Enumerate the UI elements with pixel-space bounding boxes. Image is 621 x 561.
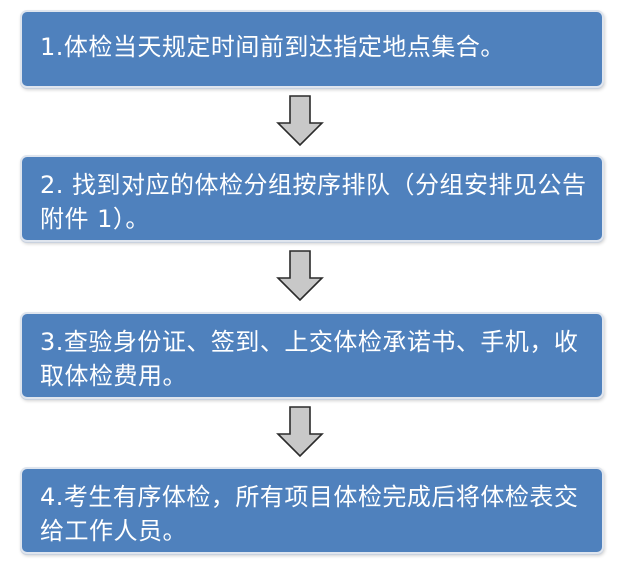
down-arrow-icon — [276, 250, 324, 302]
step-3-text: 3.查验身份证、签到、上交体检承诺书、手机，收取体检费用。 — [40, 328, 579, 390]
step-1-box: 1.体检当天规定时间前到达指定地点集合。 — [20, 10, 604, 88]
step-4-box: 4.考生有序体检，所有项目体检完成后将体检表交给工作人员。 — [20, 467, 604, 554]
step-1-text: 1.体检当天规定时间前到达指定地点集合。 — [40, 33, 505, 61]
step-3-box: 3.查验身份证、签到、上交体检承诺书、手机，收取体检费用。 — [20, 312, 604, 399]
step-4-text: 4.考生有序体检，所有项目体检完成后将体检表交给工作人员。 — [40, 483, 579, 545]
down-arrow-icon — [276, 95, 324, 147]
step-2-text: 2. 找到对应的体检分组按序排队（分组安排见公告附件 1）。 — [40, 171, 587, 233]
down-arrow-icon — [276, 406, 324, 458]
step-2-box: 2. 找到对应的体检分组按序排队（分组安排见公告附件 1）。 — [20, 155, 604, 242]
